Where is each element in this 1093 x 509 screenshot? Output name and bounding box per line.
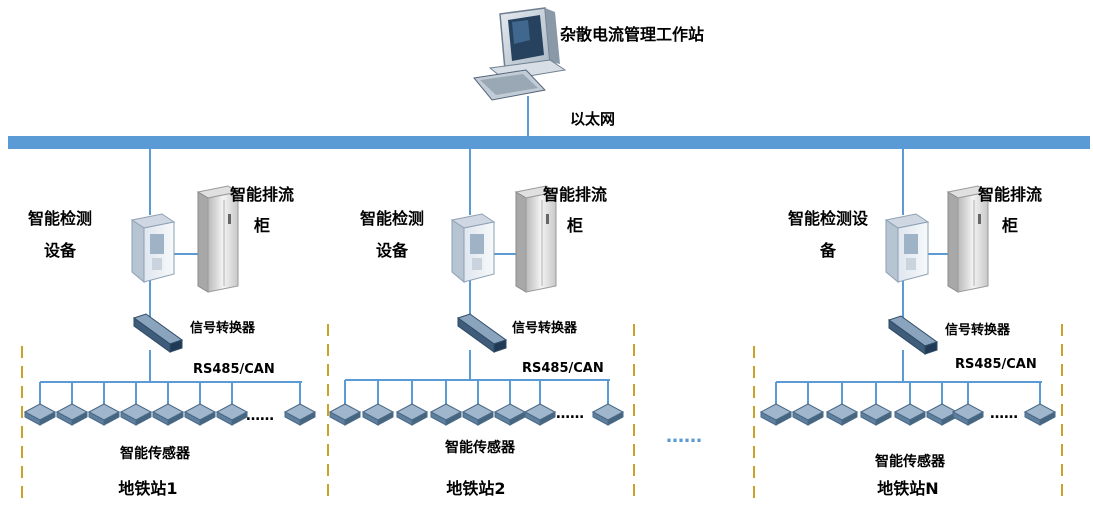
station-name-label: 地铁站1 [118,479,177,498]
cabinet-label-line2: 柜 [567,216,583,235]
detector-label-line1: 智能检测 [28,209,92,228]
sensor-ellipsis: …… [990,406,1018,422]
sensor-group-label: 智能传感器 [874,453,946,470]
bus-label: RS485/CAN [522,361,604,376]
smart-sensor-icon [87,403,121,426]
ethernet-label: 以太网 [570,110,615,128]
smart-sensor-icon [183,403,217,426]
detector-label-line2: 设备 [376,241,409,260]
smart-sensor-icon [893,403,927,426]
smart-sensor-icon [461,403,495,426]
smart-detection-device-icon [130,213,176,284]
cabinet-label-line2: 柜 [254,216,270,235]
workstation-label: 杂散电流管理工作站 [560,25,704,44]
detector-label-line1: 智能检测 [360,209,424,228]
smart-sensor-icon [925,403,959,426]
cabinet-label-line1: 智能排流 [978,185,1042,204]
bus-label: RS485/CAN [193,362,275,377]
smart-drainage-cabinet-icon [946,185,990,293]
detector-label-line1: 智能检测设 [788,209,869,228]
smart-sensor-icon [1023,403,1057,426]
smart-sensor-icon [23,403,57,426]
signal-converter-icon [887,315,939,355]
smart-sensor-icon [119,403,153,426]
smart-sensor-icon [283,403,317,426]
smart-sensor-icon [151,403,185,426]
sensor-ellipsis: …… [246,408,274,424]
sensor-group-label: 智能传感器 [444,439,516,456]
bus-label: RS485/CAN [955,357,1037,372]
smart-sensor-icon [395,403,429,426]
converter-label: 信号转换器 [190,320,256,336]
between-stations-ellipsis: …… [666,426,702,447]
detector-label-line2: 备 [819,241,837,260]
signal-converter-icon [456,313,508,353]
workstation-computer-icon [473,7,567,101]
smart-detection-device-icon [884,213,930,284]
converter-label: 信号转换器 [945,322,1011,338]
signal-converter-icon [132,313,184,353]
smart-sensor-icon [429,403,463,426]
station-name-label: 地铁站2 [446,479,505,498]
smart-sensor-icon [791,403,825,426]
smart-sensor-icon [328,403,362,426]
smart-sensor-icon [859,403,893,426]
station-name-label: 地铁站N [877,479,938,498]
smart-sensor-icon [493,403,527,426]
smart-drainage-cabinet-icon [196,185,240,293]
smart-sensor-icon [523,403,557,426]
smart-sensor-icon [361,403,395,426]
cabinet-label-line1: 智能排流 [543,185,607,204]
sensor-group-label: 智能传感器 [119,445,191,462]
smart-sensor-icon [759,403,793,426]
smart-drainage-cabinet-icon [514,185,558,293]
smart-sensor-icon [215,403,249,426]
cabinet-label-line1: 智能排流 [230,185,294,204]
smart-sensor-icon [55,403,89,426]
sensor-ellipsis: …… [556,406,584,422]
smart-detection-device-icon [450,213,496,284]
smart-sensor-icon [825,403,859,426]
converter-label: 信号转换器 [512,320,578,336]
smart-sensor-icon [591,403,625,426]
smart-sensor-icon [951,403,985,426]
detector-label-line2: 设备 [44,241,77,260]
ethernet-bus-bar [8,136,1090,149]
cabinet-label-line2: 柜 [1002,216,1018,235]
